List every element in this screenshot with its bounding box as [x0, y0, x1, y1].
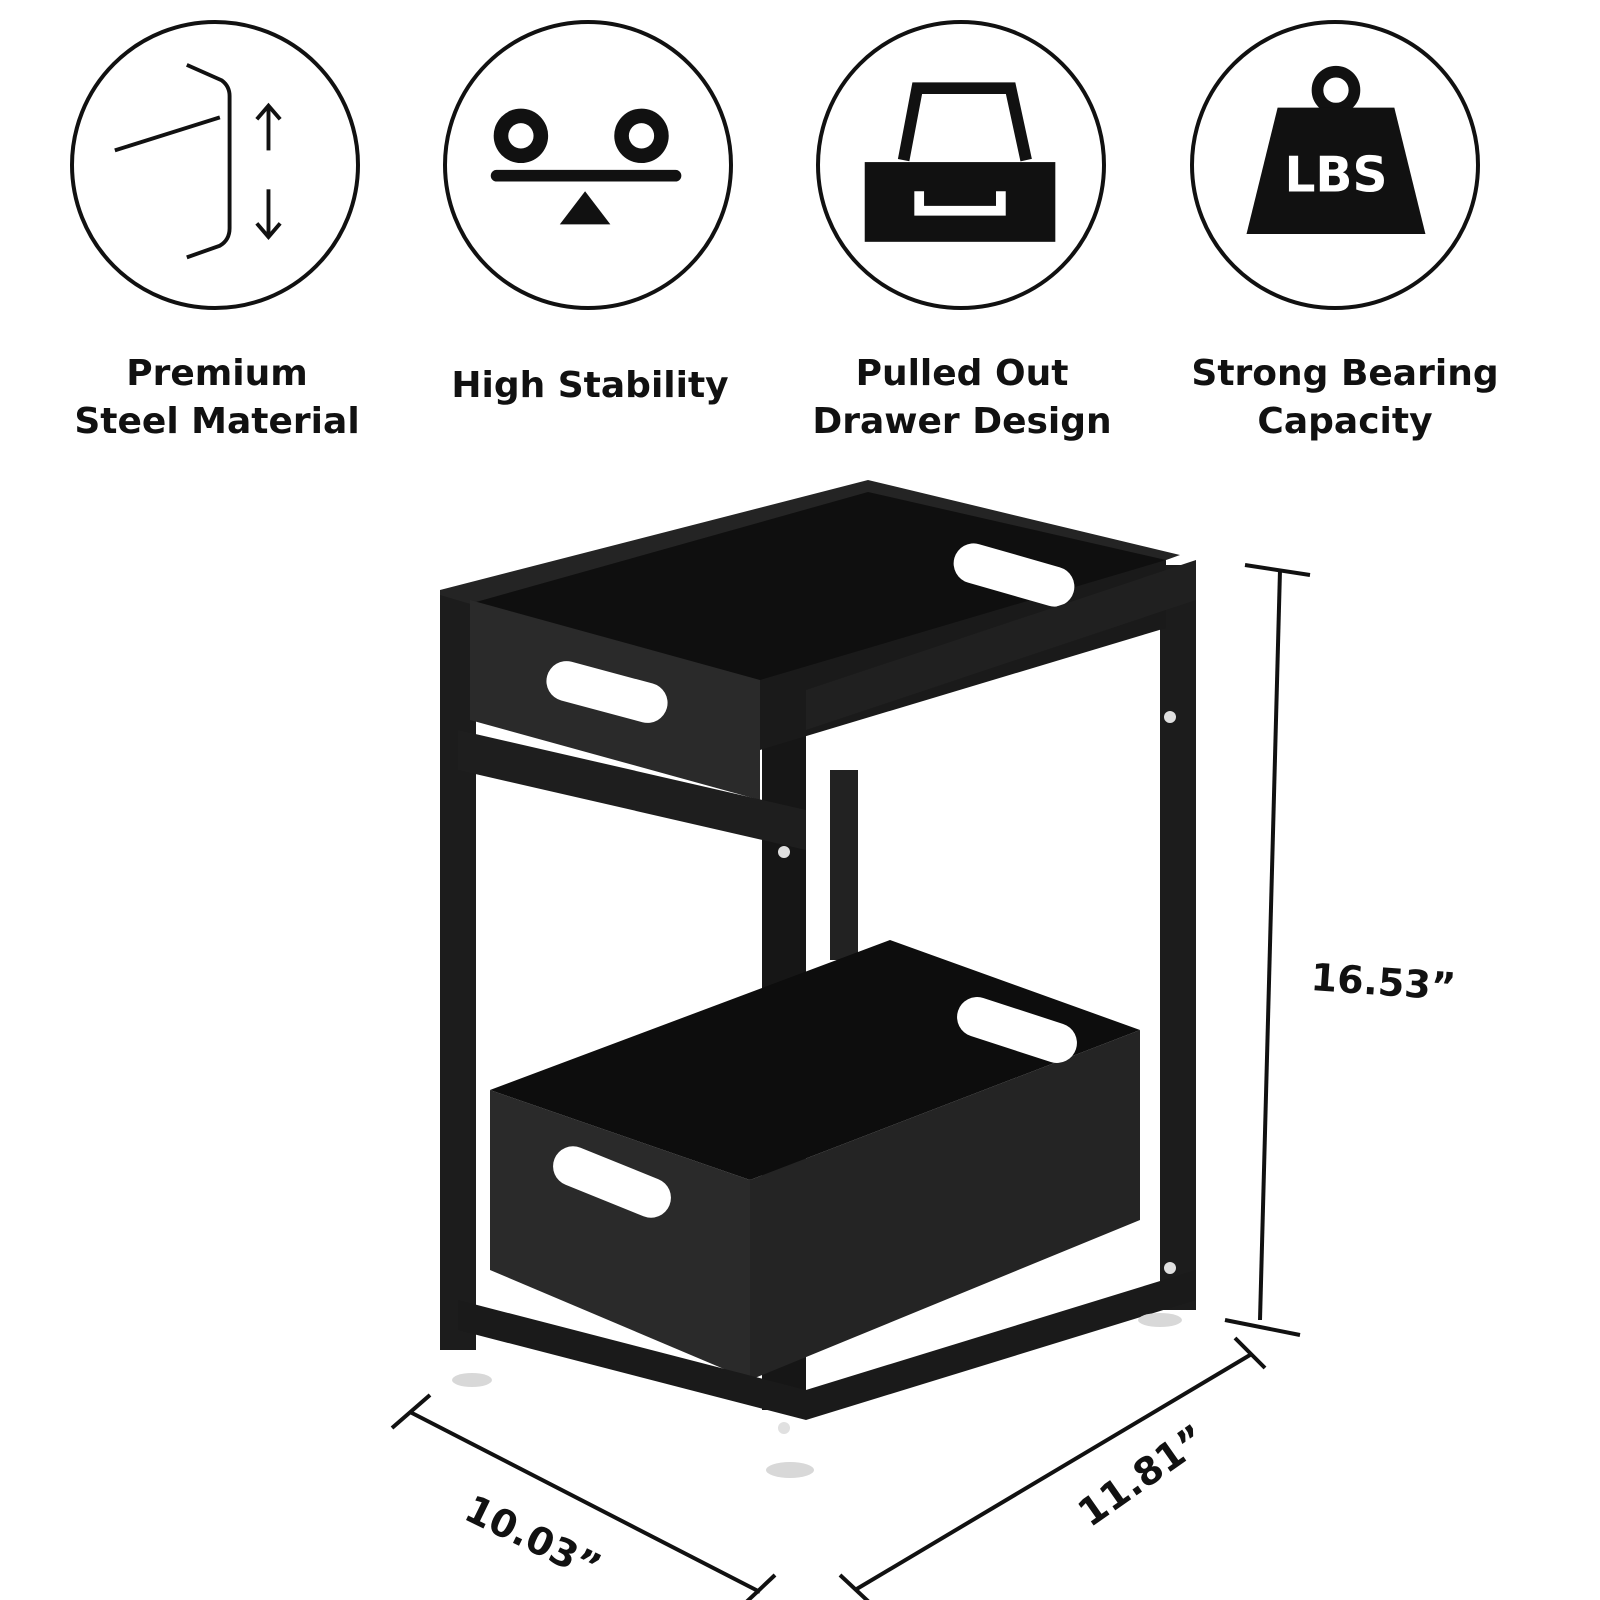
feature-steel-line2: Steel Material	[74, 401, 360, 442]
feature-stability-line1: High Stability	[451, 365, 729, 406]
feature-drawer-circle	[816, 20, 1106, 310]
height-label: 16.53”	[1309, 955, 1457, 1009]
feature-weight-line2: Capacity	[1257, 401, 1433, 442]
feature-steel-circle	[70, 20, 360, 310]
feature-weight-label: Strong Bearing Capacity	[1155, 350, 1535, 446]
balance-scale-icon	[490, 108, 682, 225]
feature-drawer-label: Pulled Out Drawer Design	[782, 350, 1142, 446]
weight-icon-label: LBS	[1284, 147, 1387, 203]
drawer-icon	[864, 82, 1056, 242]
feature-weight-circle: LBS	[1190, 20, 1480, 310]
feature-steel-label: Premium Steel Material	[37, 350, 397, 446]
steel-bracket-icon	[114, 63, 282, 260]
feature-stability-circle	[443, 20, 733, 310]
depth-dimension: 10.03”	[390, 1393, 777, 1600]
feature-drawer-line2: Drawer Design	[812, 401, 1112, 442]
feature-stability-label: High Stability	[410, 362, 770, 410]
width-label: 11.81”	[1070, 1416, 1214, 1535]
storage-rack	[440, 480, 1196, 1478]
weight-icon: LBS	[1246, 65, 1426, 235]
height-dimension: 16.53”	[1224, 563, 1457, 1337]
feature-drawer-line1: Pulled Out	[855, 353, 1069, 394]
feature-steel-line1: Premium	[126, 353, 308, 394]
feature-weight-line1: Strong Bearing	[1191, 353, 1499, 394]
